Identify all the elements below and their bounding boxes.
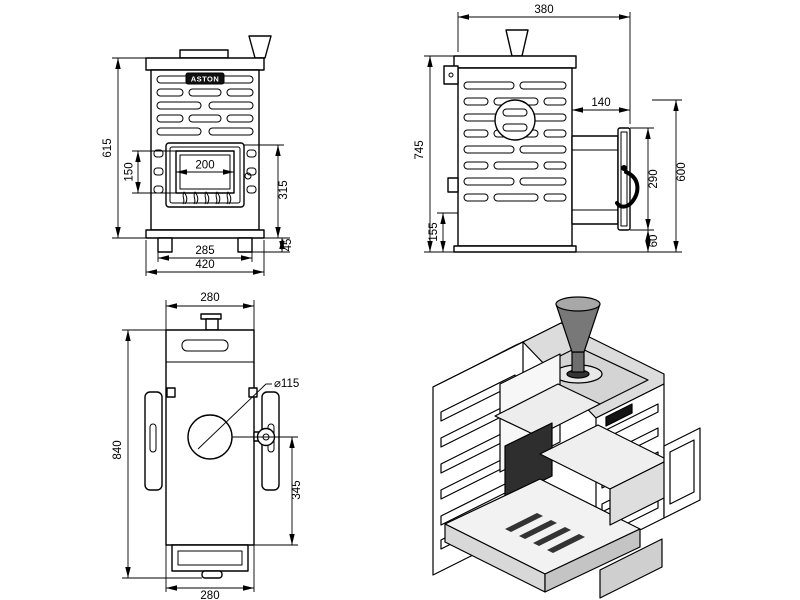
isometric-view	[432, 296, 701, 599]
side-bracket-hole	[448, 72, 454, 78]
front-view: ASTON 615 150 200 31	[102, 35, 294, 276]
dim-top-flue-diameter: ⌀115	[274, 378, 299, 390]
front-top-plate	[145, 57, 265, 71]
side-body	[457, 67, 573, 247]
dim-side-overall-height: 745	[414, 140, 426, 159]
front-base	[145, 229, 265, 239]
iso-grate-slots	[505, 513, 585, 553]
dim-top-width-top: 280	[200, 292, 219, 304]
dim-side-outlet-length: 140	[591, 97, 610, 109]
front-door-handle	[244, 172, 252, 180]
iso-logo-badge	[605, 403, 633, 427]
top-flue-collar	[200, 313, 222, 320]
iso-funnel-top	[555, 296, 601, 312]
dim-front-leg-span: 285	[195, 245, 214, 257]
side-chimney-cone	[505, 29, 529, 57]
side-round-opening	[494, 99, 536, 141]
front-right-leg	[237, 237, 253, 253]
dim-side-overall-depth: 380	[534, 4, 553, 16]
dim-front-door-zone: 315	[278, 180, 290, 199]
top-ash-drawer	[171, 544, 249, 572]
side-dimensions: 380 745 140 290 600 155 60	[414, 4, 688, 253]
logo-text: ASTON	[191, 75, 220, 84]
dim-side-lower-zone: 155	[428, 222, 440, 241]
iso-chamber-hood	[494, 383, 601, 437]
dim-front-window-width: 200	[195, 160, 214, 172]
dim-front-overall-height: 615	[102, 138, 114, 157]
front-flame-decoration	[182, 191, 232, 205]
front-lid-handle	[179, 49, 229, 59]
top-right-hinge	[248, 387, 258, 398]
iso-ash-drawer	[599, 538, 663, 599]
dim-front-leg-height: 45	[282, 239, 294, 252]
iso-base-front-right	[544, 528, 641, 593]
iso-funnel-stem	[571, 351, 585, 373]
dim-side-ground-clearance: 60	[648, 235, 660, 248]
side-view: 380 745 140 290 600 155 60	[414, 4, 688, 253]
side-handle-pivot	[621, 165, 627, 171]
side-door-flange	[617, 127, 631, 231]
front-left-leg	[157, 237, 173, 253]
top-view: 280 840 ⌀115 345 280	[112, 292, 303, 600]
side-door-handle	[615, 170, 640, 209]
dim-side-outlet-height: 290	[648, 169, 660, 188]
top-dimensions: 280 840 ⌀115 345 280	[112, 292, 303, 600]
side-base	[453, 245, 577, 253]
logo-plate	[185, 72, 225, 85]
dim-side-rear-height: 600	[676, 162, 688, 181]
dim-top-flue-offset: 345	[291, 480, 303, 499]
top-drawer-handle	[201, 570, 223, 579]
side-lower-tab	[447, 177, 459, 193]
top-flue-stub	[205, 318, 219, 331]
front-chimney-cone	[248, 35, 272, 59]
dim-front-window-height: 150	[124, 162, 136, 181]
top-left-hinge	[166, 387, 176, 398]
side-top-plate	[453, 55, 577, 69]
dim-top-width-bottom: 280	[200, 590, 219, 600]
side-mount-bracket	[443, 65, 459, 85]
front-logo-badge: ASTON	[185, 72, 225, 85]
top-lid-slot	[181, 339, 229, 352]
side-outlet-tunnel	[571, 135, 619, 225]
dim-top-overall-length: 840	[112, 440, 124, 459]
front-dimensions: 615 150 200 315 285 420 45	[102, 57, 294, 276]
dim-front-overall-width: 420	[195, 259, 214, 271]
